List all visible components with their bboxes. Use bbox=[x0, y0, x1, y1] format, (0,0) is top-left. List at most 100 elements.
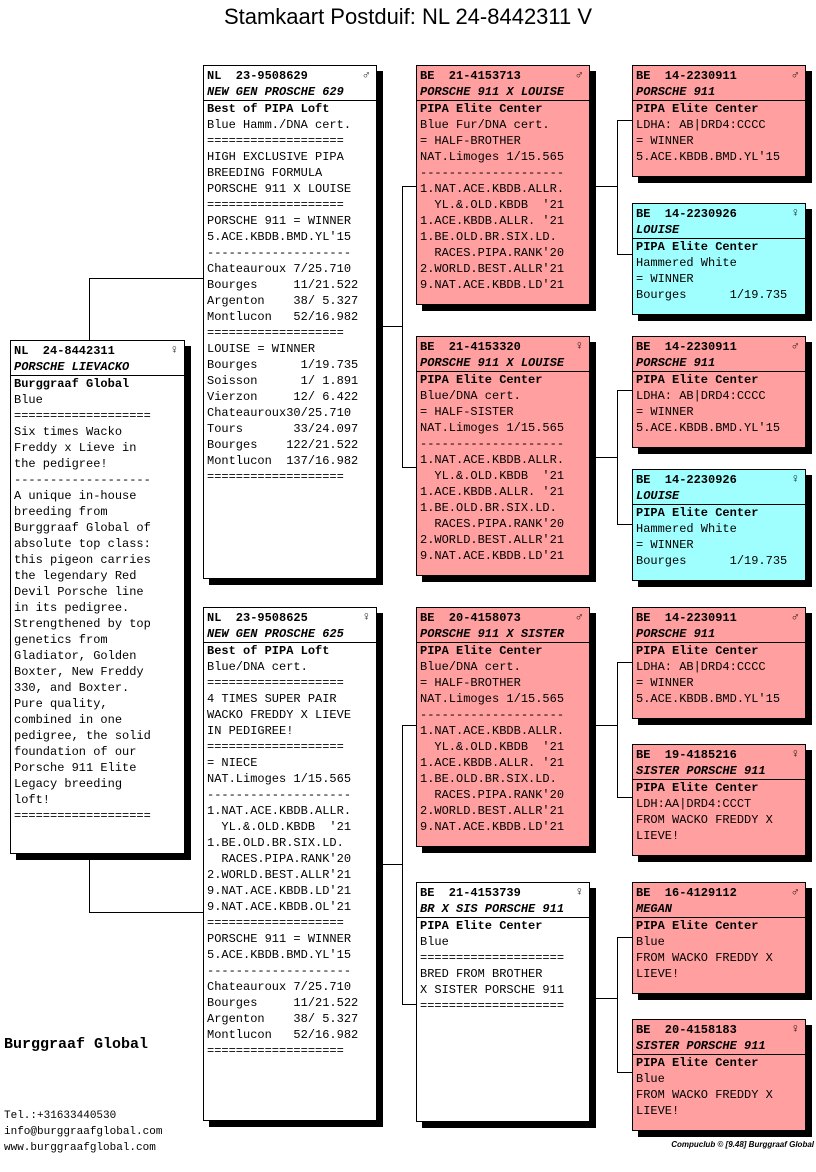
detail-line: = HALF-BROTHER bbox=[420, 676, 521, 690]
detail-line: ==================== bbox=[420, 951, 565, 965]
detail-line: =================== bbox=[14, 409, 151, 423]
connector-line bbox=[376, 864, 402, 865]
detail-line: Bourges 11/21.522 bbox=[207, 278, 359, 292]
detail-line: Six times Wacko bbox=[14, 425, 123, 439]
loft-name: PIPA Elite Center bbox=[420, 102, 543, 116]
detail-line: Blue bbox=[14, 393, 43, 407]
detail-line: Bourges 122/21.522 bbox=[207, 438, 359, 452]
detail-line: Blue bbox=[420, 935, 449, 949]
connector-line bbox=[589, 998, 617, 999]
detail-line: NAT.Limoges 1/15.565 bbox=[420, 692, 565, 706]
ring-number: BE 14-2230911♂ bbox=[633, 608, 805, 626]
contact-website[interactable]: www.burggraafglobal.com bbox=[4, 1142, 156, 1154]
detail-line: this pigeon carries bbox=[14, 553, 151, 567]
detail-line: Argenton 38/ 5.327 bbox=[207, 294, 359, 308]
detail-line: =================== bbox=[207, 740, 344, 754]
detail-line: YL.&.OLD.KBDB '21 bbox=[207, 820, 352, 834]
loft-name: PIPA Elite Center bbox=[636, 1056, 759, 1070]
female-symbol-icon: ♀ bbox=[575, 339, 583, 353]
ring-number: BE 21-4153739♀ bbox=[417, 883, 589, 901]
connector-line bbox=[617, 390, 618, 524]
detail-line: in its pedigree. bbox=[14, 601, 130, 615]
detail-line: =================== bbox=[207, 134, 344, 148]
pigeon-name: NEW GEN PROSCHE 625 bbox=[204, 626, 376, 643]
loft-name: PIPA Elite Center bbox=[420, 644, 543, 658]
detail-line: = HALF-BROTHER bbox=[420, 134, 521, 148]
detail-line: WACKO FREDDY X LIEVE bbox=[207, 708, 352, 722]
detail-line: LDHA: AB|DRD4:CCCC bbox=[636, 660, 766, 674]
connector-line bbox=[402, 467, 417, 468]
detail-line: -------------------- bbox=[207, 788, 352, 802]
pigeon-name: LOUISE bbox=[633, 488, 805, 505]
detail-line: 5.ACE.KBDB.BMD.YL'15 bbox=[207, 948, 352, 962]
detail-line: LOUISE = WINNER bbox=[207, 342, 316, 356]
detail-line: Bourges 1/19.735 bbox=[207, 358, 359, 372]
ring-number-text: BE 14-2230926 bbox=[636, 473, 737, 487]
detail-line: = NIECE bbox=[207, 756, 258, 770]
female-symbol-icon: ♀ bbox=[362, 610, 370, 624]
detail-line: Blue Hamm./DNA cert. bbox=[207, 118, 352, 132]
detail-line: 1.NAT.ACE.KBDB.ALLR. bbox=[207, 804, 352, 818]
contact-email[interactable]: info@burggraafglobal.com bbox=[4, 1126, 163, 1138]
ring-number-text: BE 14-2230911 bbox=[636, 69, 737, 83]
detail-line: =================== bbox=[207, 198, 344, 212]
detail-line: combined in one bbox=[14, 713, 123, 727]
ring-number: NL 23-9508625♀ bbox=[204, 608, 376, 626]
ring-number: BE 19-4185216♀ bbox=[633, 745, 805, 763]
detail-line: 1.ACE.KBDB.ALLR. '21 bbox=[420, 214, 565, 228]
loft-name: PIPA Elite Center bbox=[636, 102, 759, 116]
detail-line: Hammered White bbox=[636, 522, 737, 536]
detail-line: -------------------- bbox=[207, 964, 352, 978]
pigeon-name: PORSCHE LIEVACKO bbox=[11, 359, 184, 376]
ring-number-text: BE 21-4153713 bbox=[420, 69, 521, 83]
connector-line bbox=[617, 937, 618, 1072]
connector-line bbox=[402, 186, 403, 468]
detail-line: =================== bbox=[207, 470, 344, 484]
connector-line bbox=[617, 254, 633, 255]
detail-line: FROM WACKO FREDDY X bbox=[636, 951, 773, 965]
ring-number-text: NL 24-8442311 bbox=[14, 344, 115, 358]
detail-line: Chateauroux 7/25.710 bbox=[207, 262, 352, 276]
detail-line: 5.ACE.KBDB.BMD.YL'15 bbox=[636, 692, 781, 706]
loft-name: PIPA Elite Center bbox=[420, 919, 543, 933]
female-symbol-icon: ♀ bbox=[791, 472, 799, 486]
detail-line: 1.ACE.KBDB.ALLR. '21 bbox=[420, 485, 565, 499]
ring-number: BE 14-2230926 ♀ bbox=[633, 470, 805, 488]
detail-line: FROM WACKO FREDDY X bbox=[636, 1088, 773, 1102]
male-symbol-icon: ♂ bbox=[791, 339, 799, 353]
connector-line bbox=[617, 524, 633, 525]
ring-number-text: BE 19-4185216 bbox=[636, 748, 737, 762]
ring-number: NL 23-9508629♂ bbox=[204, 66, 376, 84]
male-symbol-icon: ♂ bbox=[575, 68, 583, 82]
connector-line bbox=[89, 278, 204, 279]
detail-line: RACES.PIPA.RANK'20 bbox=[420, 517, 565, 531]
footer-credit: Compuclub © [9.48] Burggraaf Global bbox=[671, 1140, 814, 1149]
detail-line: -------------------- bbox=[207, 246, 352, 260]
detail-line: 5.ACE.KBDB.BMD.YL'15 bbox=[636, 150, 781, 164]
detail-line: 4 TIMES SUPER PAIR bbox=[207, 692, 337, 706]
detail-line: Vierzon 12/ 6.422 bbox=[207, 390, 359, 404]
detail-line: 1.BE.OLD.BR.SIX.LD. bbox=[420, 501, 557, 515]
pigeon-name: SISTER PORSCHE 911 bbox=[633, 1038, 805, 1055]
